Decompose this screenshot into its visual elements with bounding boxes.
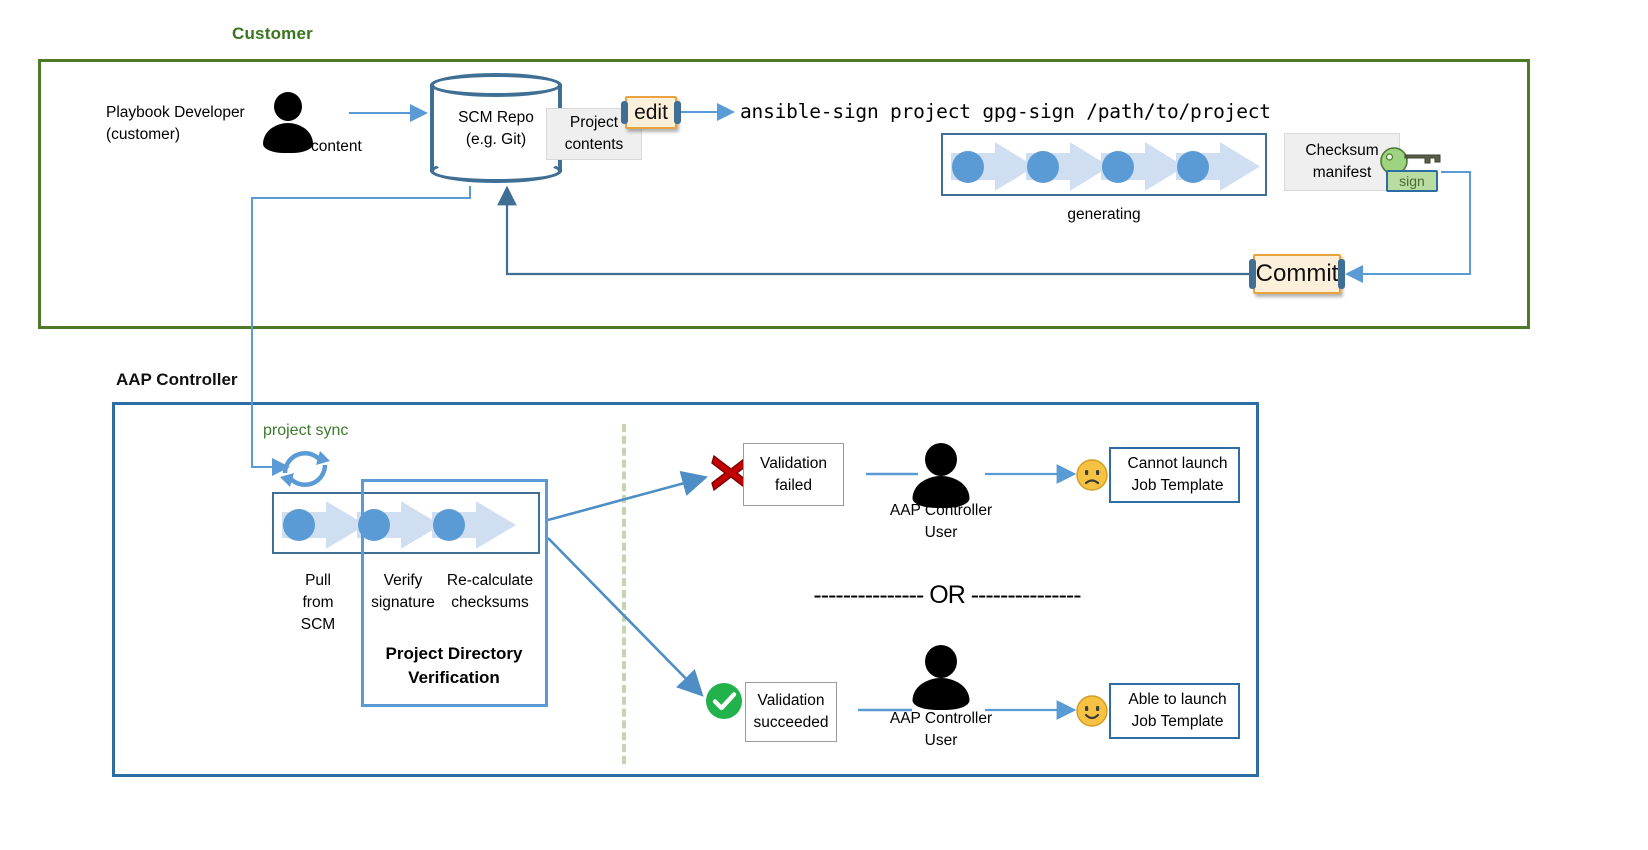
pipeline-chevron [1101,142,1185,191]
sign-chip[interactable]: sign [1386,170,1438,192]
frowning-face-icon [1076,459,1108,491]
able-to-launch-box: Able to launch Job Template [1109,683,1240,739]
project-contents-label: Project contents [564,114,624,153]
commit-chip-left-ear [1249,259,1256,289]
aap-user-icon [912,443,970,508]
commit-chip-label: Commit [1255,260,1339,287]
aap-user-icon [912,645,970,710]
validation-succeeded-box: Validation succeeded [745,682,837,742]
or-separator: --------------- OR --------------- [813,581,1081,609]
content-label: content [311,138,362,155]
able-to-launch-label: Able to launch Job Template [1128,691,1227,730]
scm-repo-label: SCM Repo (e.g. Git) [458,109,534,148]
edit-chip-label: edit [634,100,668,124]
pipeline-chevron [282,501,366,549]
playbook-developer-icon [262,92,314,153]
checksum-manifest-label: Checksum manifest [1305,142,1379,181]
scm-repo-shape [430,73,562,183]
generating-pipeline-box [941,133,1267,196]
commit-chip[interactable]: Commit [1249,254,1345,294]
aap-user-label-fail: AAP Controller User [889,502,993,541]
pipeline-chevron [432,501,516,549]
smiling-face-icon [1076,695,1108,727]
pull-from-scm-label: Pull from SCM [300,572,336,633]
edit-chip-right-ear [674,101,681,124]
ansible-sign-command: ansible-sign project gpg-sign /path/to/p… [740,100,1271,123]
sign-chip-label: sign [1399,173,1425,189]
aap-user-label-success: AAP Controller User [889,710,993,749]
pipeline-chevron [1026,142,1110,191]
project-directory-verification-label: Project Directory Verification [385,644,523,688]
cannot-launch-box: Cannot launch Job Template [1109,447,1240,503]
project-sync-label: project sync [263,422,349,439]
customer-section-title: Customer [232,24,313,43]
project-directory-verification-box [361,479,548,707]
validation-failed-box: Validation failed [743,443,844,506]
commit-chip-right-ear [1338,259,1345,289]
pipeline-chevron [951,142,1035,191]
validation-failed-label: Validation failed [760,454,827,494]
validation-succeeded-label: Validation succeeded [753,692,829,731]
edit-chip[interactable]: edit [621,96,681,129]
generating-label: generating [1067,206,1141,223]
sync-icon [280,451,330,487]
recalculate-checksums-label: Re-calculate checksums [446,572,534,611]
green-check-icon [706,683,742,719]
key-icon [1380,147,1441,175]
cannot-launch-label: Cannot launch Job Template [1127,455,1228,494]
branch-separator [622,424,626,764]
pipeline-chevron [1176,142,1260,191]
aap-section-title: AAP Controller [116,370,238,389]
playbook-developer-label: Playbook Developer (customer) [106,104,245,143]
edit-chip-left-ear [621,101,628,124]
verify-signature-label: Verify signature [371,572,435,611]
